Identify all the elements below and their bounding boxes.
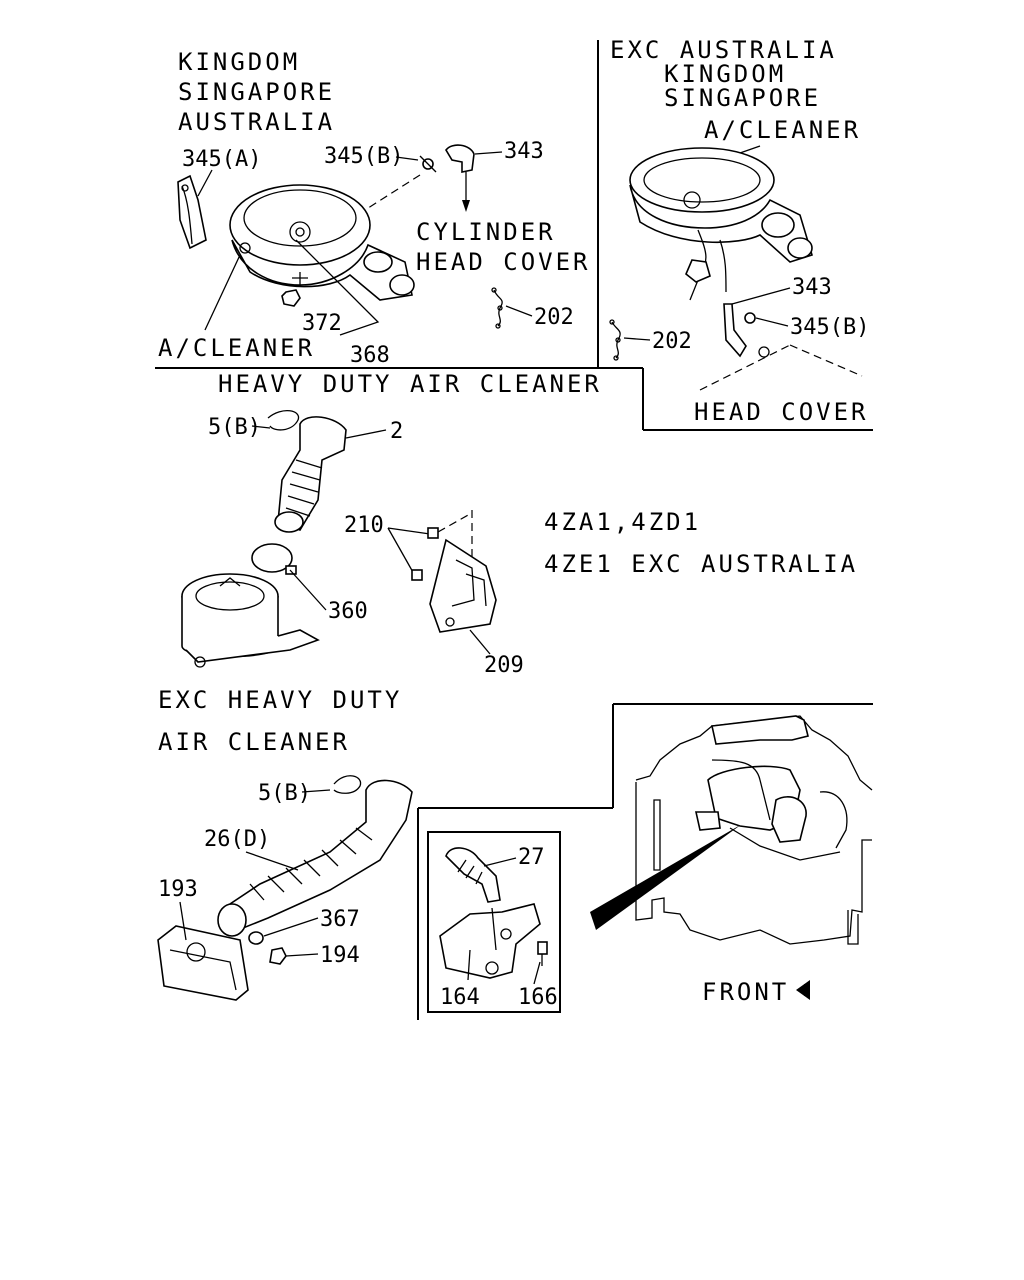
part-label-202-2: 202	[652, 329, 692, 354]
engine-label-1: 4ZA1,4ZD1	[544, 508, 701, 536]
a-cleaner-label: A/CLEANER	[158, 334, 315, 362]
exc-heavy-duty-title-1: EXC HEAVY DUTY	[158, 686, 402, 714]
region-label-kingdom-2: KINGDOM	[664, 60, 786, 88]
hose-27-part	[445, 847, 501, 903]
head-cover-label: HEAD COVER	[416, 248, 591, 276]
pointer-wedge	[590, 824, 742, 930]
hose-343-part	[445, 144, 475, 173]
clamp-345b-part	[419, 155, 437, 173]
engine-label-2: 4ZE1 EXC AUSTRALIA	[544, 550, 858, 578]
engine-overview-part	[635, 715, 873, 945]
clamp-360-part	[251, 543, 297, 575]
bracket-164-part	[439, 903, 541, 979]
air-cleaner-body-part	[229, 184, 415, 301]
part-label-345b-2: 345(B)	[790, 315, 869, 340]
clip-345a-part	[177, 174, 207, 250]
region-label-kingdom: KINGDOM	[178, 48, 300, 76]
hose-26d-part	[217, 779, 413, 937]
part-label-166: 166	[518, 985, 558, 1010]
part-label-343-2: 343	[792, 275, 832, 300]
nut-372-part	[281, 289, 301, 307]
bolt-166-part	[537, 941, 548, 966]
exc-heavy-duty-title-2: AIR CLEANER	[158, 728, 350, 756]
part-label-345a: 345(A)	[182, 147, 261, 172]
part-label-193: 193	[158, 877, 198, 902]
part-label-343: 343	[504, 139, 544, 164]
part-label-345b: 345(B)	[324, 144, 403, 169]
bolt-210-part	[411, 527, 439, 581]
section-inset: 27 164 166	[439, 824, 742, 1010]
part-label-27: 27	[518, 845, 545, 870]
head-cover-label-2: HEAD COVER	[694, 398, 869, 426]
region-label-exc-australia: EXC AUSTRALIA	[610, 36, 837, 64]
hose-343-part-2	[723, 303, 747, 358]
nut-367-part	[248, 931, 264, 945]
part-label-194: 194	[320, 943, 360, 968]
air-cleaner-body-part-2	[629, 147, 813, 301]
heavy-duty-title: HEAVY DUTY AIR CLEANER	[218, 370, 602, 398]
part-label-209: 209	[484, 653, 524, 678]
part-label-360: 360	[328, 599, 368, 624]
part-label-372: 372	[302, 311, 342, 336]
part-label-202: 202	[534, 305, 574, 330]
heavy-duty-air-cleaner-part	[181, 573, 320, 668]
wire-202-part-2	[609, 319, 621, 361]
part-label-26d: 26(D)	[204, 827, 270, 852]
part-label-2: 2	[390, 419, 403, 444]
region-label-singapore-2: SINGAPORE	[664, 84, 821, 112]
region-label-australia: AUSTRALIA	[178, 108, 335, 136]
part-label-5b: 5(B)	[208, 415, 261, 440]
part-label-210: 210	[344, 513, 384, 538]
clamp-345b-part-2	[744, 312, 756, 324]
section-exc-heavy-duty: EXC HEAVY DUTY AIR CLEANER 5(B) 26(D) 19…	[157, 686, 413, 1001]
section-heavy-duty: HEAVY DUTY AIR CLEANER 5(B) 2 360 210	[181, 370, 858, 678]
hose-2-part	[274, 416, 347, 533]
wire-202-part	[491, 287, 503, 329]
bracket-193-part	[157, 925, 249, 1001]
a-cleaner-label-2: A/CLEANER	[704, 116, 861, 144]
section-dividers	[155, 40, 873, 1020]
part-label-5b-2: 5(B)	[258, 781, 311, 806]
part-label-367: 367	[320, 907, 360, 932]
part-label-164: 164	[440, 985, 480, 1010]
front-arrow-tail	[804, 984, 810, 996]
cylinder-label: CYLINDER	[416, 218, 556, 246]
part-label-368: 368	[350, 343, 390, 368]
bracket-209-part	[429, 538, 497, 633]
region-label-singapore: SINGAPORE	[178, 78, 335, 106]
section-top-left: KINGDOM SINGAPORE AUSTRALIA 345(A) A/CLE…	[158, 48, 591, 368]
front-label: FRONT	[702, 978, 789, 1006]
section-top-right: EXC AUSTRALIA KINGDOM SINGAPORE A/CLEANE…	[609, 36, 869, 426]
bolt-194-part	[269, 947, 287, 965]
